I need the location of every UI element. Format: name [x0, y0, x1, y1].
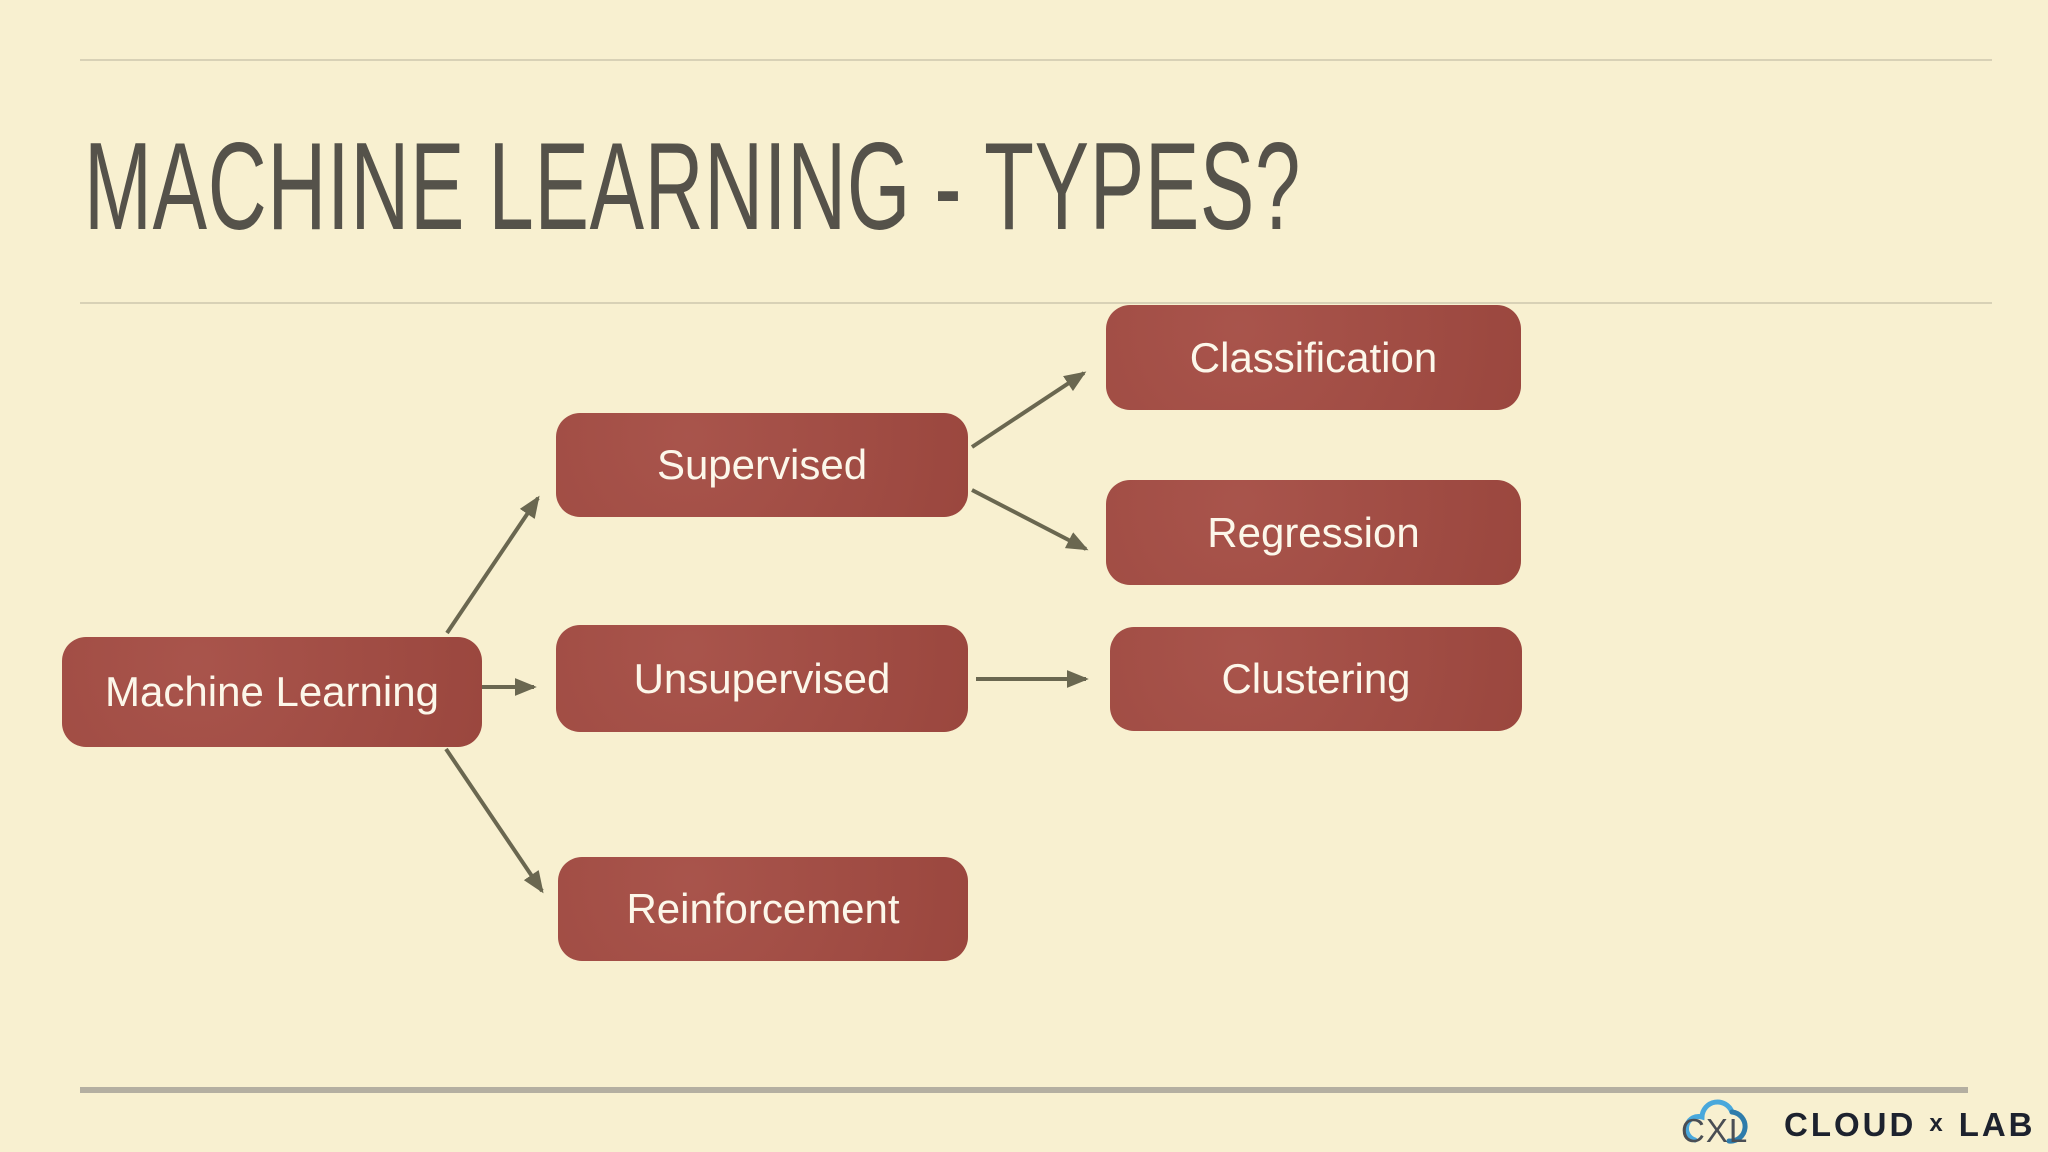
- node-label-clustering: Clustering: [1221, 655, 1411, 702]
- node-label-machine-learning: Machine Learning: [105, 668, 439, 715]
- logo-word-lab: LAB: [1958, 1105, 2036, 1143]
- node-label-reinforcement: Reinforcement: [626, 885, 900, 932]
- arrow-supervised-to-classification: [970, 371, 1087, 449]
- footer-separator-line: [80, 1087, 1968, 1093]
- node-label-unsupervised: Unsupervised: [633, 654, 891, 702]
- node-label-regression: Regression: [1207, 508, 1420, 556]
- node-reinforcement: Reinforcement: [558, 857, 968, 961]
- slide-title: MACHINE LEARNING - TYPES?: [84, 116, 1302, 257]
- node-classification: Classification: [1106, 305, 1521, 410]
- node-label-classification: Classification: [1189, 333, 1438, 381]
- title-separator-line: [80, 302, 1992, 304]
- node-clustering: Clustering: [1110, 627, 1522, 731]
- logo-wordmark: CLOUD x LAB: [1784, 1108, 2036, 1141]
- node-regression: Regression: [1106, 480, 1521, 585]
- top-separator-line: [80, 59, 1992, 61]
- arrow-supervised-to-regression: [971, 488, 1089, 551]
- arrow-ml-to-reinforcement: [444, 747, 544, 894]
- arrow-ml-to-supervised: [445, 495, 540, 635]
- cloud-logo-icon: CXL: [1681, 1099, 1748, 1149]
- node-machine-learning: Machine Learning: [62, 637, 482, 747]
- logo-word-cloud: CLOUD: [1784, 1105, 1917, 1143]
- node-label-supervised: Supervised: [656, 441, 868, 488]
- node-supervised: Supervised: [556, 413, 968, 517]
- node-unsupervised: Unsupervised: [556, 625, 968, 732]
- logo-monogram: CXL: [1681, 1112, 1748, 1149]
- logo-word-x: x: [1929, 1110, 1946, 1137]
- cloudxlab-logo: CXL CLOUD x LAB: [1678, 1096, 2036, 1152]
